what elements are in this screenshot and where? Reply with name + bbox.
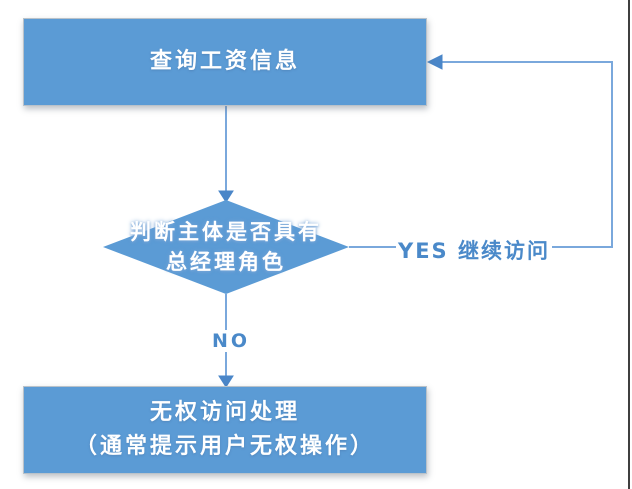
arrowhead-left-query-icon xyxy=(426,54,443,70)
node-query-salary-label: 查询工资信息 xyxy=(149,49,300,74)
node-decision-label-line2: 总经理角色 xyxy=(166,250,286,274)
arrowhead-down-decision-icon xyxy=(218,190,234,203)
node-deny-access-label-line2: （通常提示用户无权操作） xyxy=(74,434,375,459)
node-deny-access-label-line1: 无权访问处理 xyxy=(149,400,300,425)
edge-label-yes: YES 继续访问 xyxy=(396,235,552,265)
page-edge-line xyxy=(628,0,630,489)
node-deny-access: 无权访问处理 （通常提示用户无权操作） xyxy=(23,386,427,474)
arrowhead-down-deny-icon xyxy=(218,375,234,388)
edge-label-no: NO xyxy=(206,330,257,352)
node-decision-role-check: 判断主体是否具有 总经理角色 xyxy=(103,200,349,294)
node-query-salary: 查询工资信息 xyxy=(23,18,427,106)
node-decision-label-line1: 判断主体是否具有 xyxy=(130,220,322,244)
